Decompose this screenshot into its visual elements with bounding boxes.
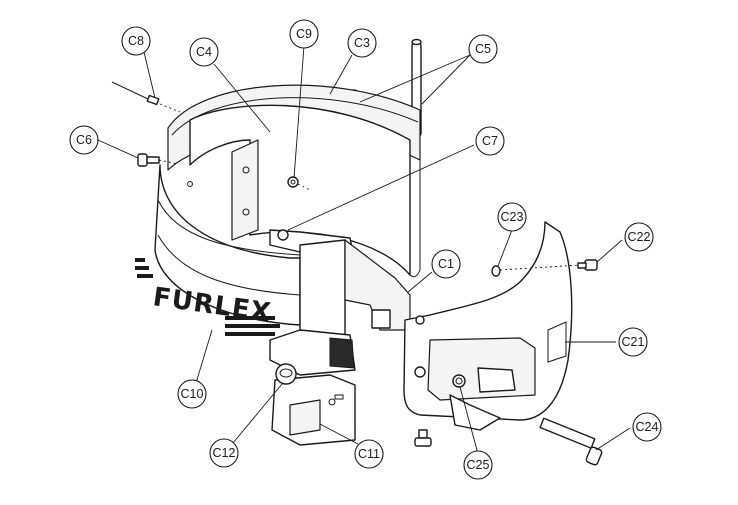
callout-c12: C12 <box>209 438 239 468</box>
callout-c9-label: C9 <box>296 27 312 41</box>
part-c23-washer <box>491 264 581 277</box>
callout-c5-label: C5 <box>475 42 491 56</box>
part-c21-housing <box>403 221 573 431</box>
part-screw-bottom <box>414 429 432 447</box>
callout-c10-label: C10 <box>181 387 204 401</box>
part-front-jaw <box>299 239 411 336</box>
callout-c1-label: C1 <box>438 257 454 271</box>
callout-c22-label: C22 <box>628 230 651 244</box>
callout-c8-label: C8 <box>128 34 144 48</box>
callout-c8: C8 <box>121 26 151 56</box>
callout-c10: C10 <box>177 379 207 409</box>
callout-c21-label: C21 <box>622 335 645 349</box>
part-c6-screw <box>137 153 179 167</box>
callout-c11: C11 <box>354 439 384 469</box>
callout-c25: C25 <box>463 450 493 480</box>
callout-c6-label: C6 <box>76 133 92 147</box>
callout-c9: C9 <box>289 19 319 49</box>
part-c11-mount-block <box>269 329 356 446</box>
callout-c3: C3 <box>347 28 377 58</box>
part-c22-screw <box>577 259 598 271</box>
callout-c1: C1 <box>431 249 461 279</box>
callout-c24: C24 <box>632 412 662 442</box>
part-c9-washer <box>287 176 311 191</box>
callout-c22: C22 <box>624 222 654 252</box>
callout-c4-label: C4 <box>196 45 212 59</box>
callout-c7: C7 <box>475 126 505 156</box>
callout-c25-label: C25 <box>467 458 490 472</box>
callout-c21: C21 <box>618 327 648 357</box>
callout-c23-label: C23 <box>501 210 524 224</box>
callout-c7-label: C7 <box>482 134 498 148</box>
leader-lines <box>97 45 631 455</box>
callout-c5: C5 <box>468 34 498 64</box>
callout-c12-label: C12 <box>213 446 236 460</box>
callout-c24-label: C24 <box>636 420 659 434</box>
callout-c6: C6 <box>69 125 99 155</box>
callout-c11-label: C11 <box>358 447 380 461</box>
callout-c23: C23 <box>497 202 527 232</box>
part-c8-pin <box>111 81 181 113</box>
part-c4-inner-shell <box>187 104 411 276</box>
part-c24-bolt <box>539 417 603 466</box>
callout-c3-label: C3 <box>354 36 370 50</box>
callout-c4: C4 <box>189 37 219 67</box>
part-c12-cap <box>275 363 297 385</box>
